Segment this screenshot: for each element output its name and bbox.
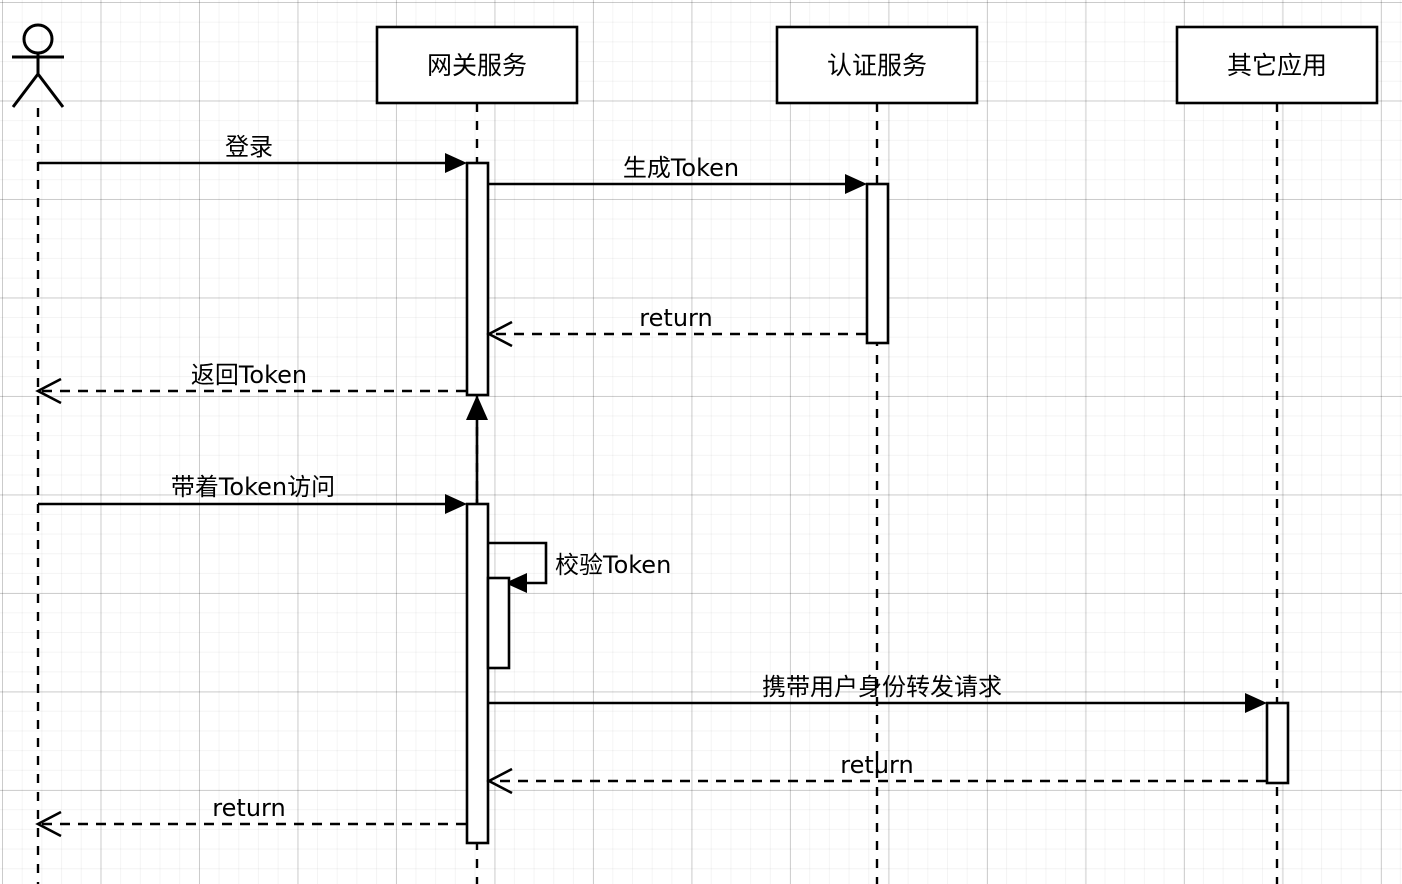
message-label-generate-token: 生成Token bbox=[623, 154, 739, 182]
message-return-otherapp[interactable]: return bbox=[486, 751, 1266, 795]
arrowhead-forward-request bbox=[1245, 693, 1267, 713]
message-return-actor[interactable]: return bbox=[35, 794, 466, 838]
message-return-token[interactable]: 返回Token bbox=[35, 361, 466, 405]
message-label-login: 登录 bbox=[225, 133, 273, 161]
message-line-verify-token bbox=[489, 541, 548, 585]
message-login[interactable]: 登录 bbox=[38, 133, 467, 173]
arrowhead-return-actor bbox=[35, 810, 62, 838]
message-generate-token[interactable]: 生成Token bbox=[489, 154, 867, 194]
participant-auth[interactable]: 认证服务 bbox=[775, 25, 979, 105]
activation-gateway-1[interactable] bbox=[465, 161, 490, 397]
activation-otherapp-1[interactable] bbox=[1265, 701, 1290, 785]
actor-leg-left bbox=[11, 73, 40, 108]
activation-gateway-2[interactable] bbox=[465, 502, 490, 845]
participant-label-auth: 认证服务 bbox=[827, 51, 927, 80]
message-return-auth[interactable]: return bbox=[486, 304, 866, 348]
arrowhead-activation-link bbox=[466, 395, 488, 420]
participant-box-otherapp[interactable] bbox=[1175, 25, 1379, 105]
activation-link-gateway bbox=[466, 395, 488, 506]
arrowhead-verify-token bbox=[505, 573, 527, 593]
participant-label-otherapp: 其它应用 bbox=[1227, 51, 1327, 80]
message-access-with-token[interactable]: 带着Token访问 bbox=[38, 473, 467, 514]
message-label-return-actor: return bbox=[212, 794, 285, 822]
arrowhead-access-with-token bbox=[445, 494, 467, 514]
arrowhead-return-auth bbox=[486, 320, 513, 348]
participant-gateway[interactable]: 网关服务 bbox=[375, 25, 579, 105]
actor-leg-right bbox=[36, 73, 65, 108]
actor-figure[interactable] bbox=[11, 23, 65, 108]
participant-box-gateway[interactable] bbox=[375, 25, 579, 105]
message-label-return-otherapp: return bbox=[840, 751, 913, 779]
arrowhead-return-token bbox=[35, 377, 62, 405]
participant-label-gateway: 网关服务 bbox=[427, 51, 527, 80]
message-label-return-auth: return bbox=[639, 304, 712, 332]
message-label-return-token: 返回Token bbox=[191, 361, 307, 389]
arrowhead-generate-token bbox=[845, 174, 867, 194]
activation-auth-1[interactable] bbox=[865, 182, 890, 345]
message-label-forward-request: 携带用户身份转发请求 bbox=[762, 673, 1002, 701]
message-label-access-with-token: 带着Token访问 bbox=[171, 473, 335, 501]
participant-box-auth[interactable] bbox=[775, 25, 979, 105]
arrowhead-return-otherapp bbox=[486, 767, 513, 795]
activation-gateway-2-nested[interactable] bbox=[486, 576, 511, 670]
participant-otherapp[interactable]: 其它应用 bbox=[1175, 25, 1379, 105]
message-label-verify-token: 校验Token bbox=[555, 551, 671, 579]
message-forward-request[interactable]: 携带用户身份转发请求 bbox=[489, 673, 1267, 713]
message-verify-token[interactable]: 校验Token bbox=[489, 541, 671, 593]
arrowhead-login bbox=[445, 153, 467, 173]
actor-head-icon bbox=[22, 23, 54, 55]
